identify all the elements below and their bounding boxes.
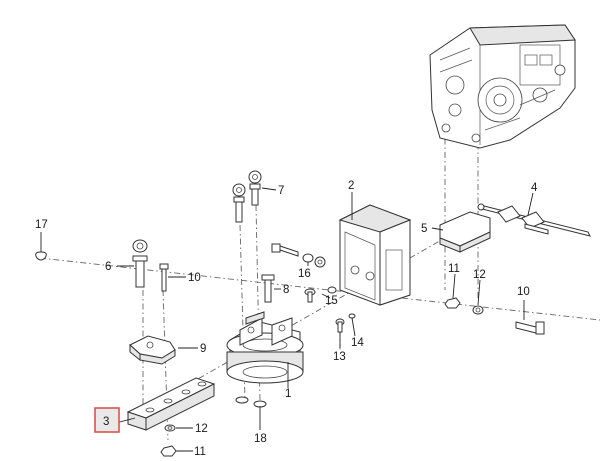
callout-1[interactable]: 1	[285, 388, 291, 400]
callout-10-left[interactable]: 10	[188, 272, 201, 284]
part-18-clips	[235, 396, 267, 408]
callout-9[interactable]: 9	[200, 343, 206, 355]
callout-12-bottom[interactable]: 12	[195, 423, 208, 435]
part-10-bolt-left	[159, 263, 169, 292]
part-12-washer-right	[472, 305, 484, 315]
part-15-screw-washer	[304, 286, 337, 303]
callout-18[interactable]: 18	[254, 433, 267, 445]
part-4-shaft	[477, 203, 591, 237]
part-17-clip	[35, 251, 47, 261]
callout-14[interactable]: 14	[351, 337, 364, 349]
callout-17[interactable]: 17	[35, 219, 48, 231]
callout-3[interactable]: 3	[103, 416, 109, 428]
callout-11-right[interactable]: 11	[448, 263, 460, 275]
part-14-washer	[348, 313, 356, 319]
callout-7[interactable]: 7	[278, 185, 284, 197]
part-13-screw	[335, 318, 345, 333]
callout-labels: 1 2 3 4 5 6 7 8 9 10 10 11 11 12 12 13 1…	[35, 180, 538, 458]
transmission-housing	[429, 24, 576, 149]
callout-13[interactable]: 13	[333, 351, 346, 363]
callout-11-bottom[interactable]: 11	[194, 446, 206, 458]
callout-15[interactable]: 15	[325, 295, 338, 307]
part-5-bracket-plate	[439, 211, 491, 253]
callout-4[interactable]: 4	[531, 182, 538, 194]
part-16-bolt-nut	[271, 243, 326, 268]
part-12-washer-bottom	[164, 424, 176, 432]
part-2-mounting-bracket	[338, 204, 412, 306]
callout-3-selected-box[interactable]	[94, 407, 120, 433]
part-6-ring-pin	[132, 239, 148, 288]
part-8-pin	[261, 274, 275, 303]
part-3-drawbar	[126, 377, 216, 431]
part-7-ring-pins	[232, 170, 262, 223]
callout-6[interactable]: 6	[105, 261, 111, 273]
part-1-hitch-body	[226, 311, 304, 384]
leader-lines	[40, 187, 534, 452]
callout-12-right[interactable]: 12	[473, 269, 486, 281]
callout-10-right[interactable]: 10	[517, 286, 530, 298]
callout-5[interactable]: 5	[421, 223, 427, 235]
part-10-bolt-right	[515, 321, 545, 335]
part-11-nut-right	[444, 297, 461, 309]
callout-16[interactable]: 16	[298, 268, 311, 280]
callout-8[interactable]: 8	[283, 284, 289, 296]
part-11-nut-bottom	[160, 445, 177, 457]
assembly-axes	[39, 125, 601, 441]
callout-2[interactable]: 2	[348, 180, 354, 192]
part-9-clevis-plate	[129, 335, 176, 365]
